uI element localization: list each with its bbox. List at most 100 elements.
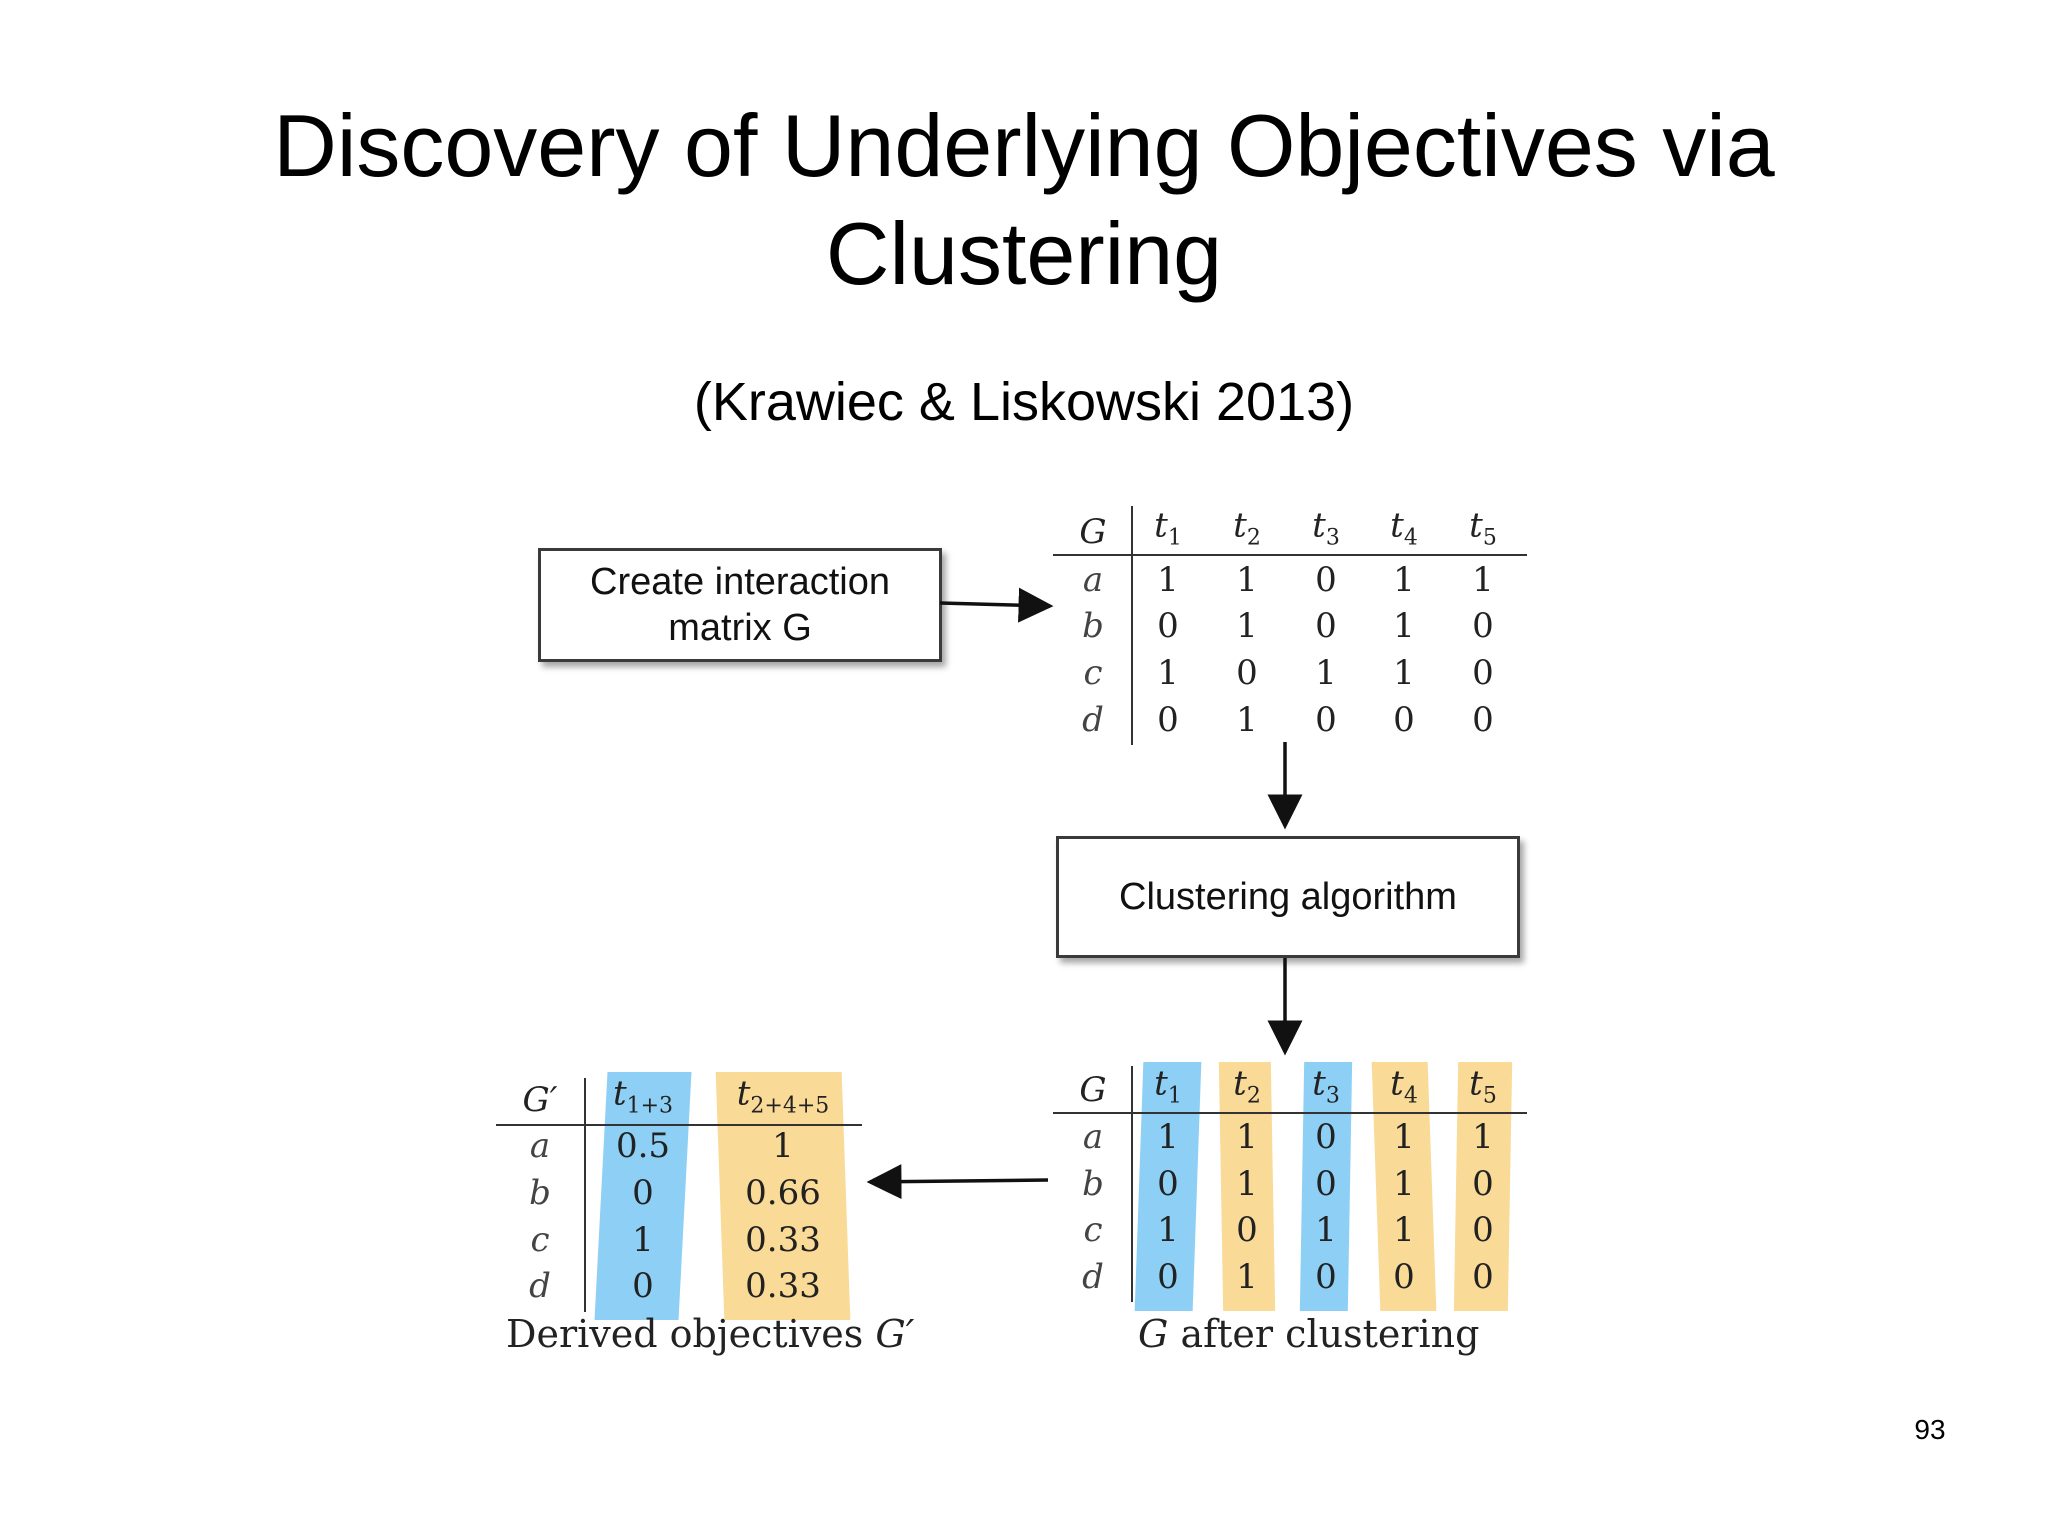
- matrix-corner-label: G: [1079, 512, 1107, 552]
- matrix-cell: 0.33: [745, 1220, 821, 1260]
- row-label: b: [1082, 606, 1104, 646]
- matrix-cell: 1: [1393, 606, 1415, 646]
- matrix-cell: 0: [1157, 1257, 1179, 1297]
- matrix-cell: 1: [1236, 1164, 1258, 1204]
- matrix-cell: 1: [1157, 560, 1179, 600]
- slide-title-line1: Discovery of Underlying Objectives via: [273, 96, 1775, 195]
- create-interaction-matrix-box: Create interaction matrix G: [538, 548, 942, 662]
- matrix-cell: 1: [1393, 1117, 1415, 1157]
- column-header-base: t: [1312, 505, 1326, 546]
- column-header-base: t: [1469, 505, 1483, 546]
- matrix-cell: 1: [1393, 1210, 1415, 1250]
- column-header: t3: [1312, 506, 1340, 559]
- matrix-cell: 1: [1472, 560, 1494, 600]
- column-header: t2: [1233, 506, 1261, 559]
- clustered-caption-text: after clustering: [1168, 1312, 1480, 1356]
- derived-matrix-caption: Derived objectives G′: [506, 1312, 914, 1356]
- matrix-cell: 0: [1236, 1210, 1258, 1250]
- column-header-subscript: 5: [1482, 1083, 1497, 1109]
- matrix-cell: 1: [1393, 653, 1415, 693]
- matrix-cell: 0: [1472, 1164, 1494, 1204]
- column-header-subscript: 5: [1482, 525, 1497, 551]
- column-header-subscript: 2: [1246, 1083, 1261, 1109]
- matrix-cell: 1: [1472, 1117, 1494, 1157]
- matrix-cell: 0: [1472, 1210, 1494, 1250]
- clustered-matrix-caption: G after clustering: [1138, 1312, 1479, 1356]
- matrix-cell: 0: [1315, 606, 1337, 646]
- matrix-cell: 0: [1157, 606, 1179, 646]
- column-header-base: t: [612, 1073, 627, 1114]
- column-header-subscript: 1: [1167, 525, 1182, 551]
- derived-caption-symbol: G′: [875, 1312, 915, 1356]
- clustered-caption-symbol: G: [1138, 1312, 1169, 1356]
- matrix-cell: 1: [1236, 606, 1258, 646]
- matrix-cell: 0: [1315, 1164, 1337, 1204]
- matrix-cell: 1: [1236, 560, 1258, 600]
- citation: (Krawiec & Liskowski 2013): [693, 372, 1355, 432]
- row-label: d: [1082, 700, 1104, 740]
- matrix-corner-label: G: [1079, 1070, 1107, 1110]
- matrix-cell: 0.5: [615, 1126, 671, 1166]
- matrix-cell: 1: [1236, 1117, 1258, 1157]
- row-label: b: [1082, 1164, 1104, 1204]
- matrix-cell: 0: [1472, 700, 1494, 740]
- matrix-cell: 1: [1393, 1164, 1415, 1204]
- row-label: c: [530, 1220, 550, 1260]
- matrix-cell: 0: [1472, 653, 1494, 693]
- clustering-algorithm-box: Clustering algorithm: [1056, 836, 1520, 958]
- create-box-line2: matrix G: [668, 607, 812, 649]
- row-label: a: [1082, 1117, 1104, 1157]
- column-header-subscript: 2+4+5: [750, 1093, 830, 1119]
- matrix-cell: 1: [1157, 653, 1179, 693]
- matrix-cell: 0: [1315, 1117, 1337, 1157]
- column-header-base: t: [1469, 1063, 1483, 1104]
- matrix-cell: 1: [1315, 653, 1337, 693]
- page-number: 93: [1914, 1414, 1946, 1445]
- header-rule: [1053, 554, 1527, 556]
- matrix-cell: 1: [1157, 1117, 1179, 1157]
- matrix-cell: 0: [1315, 700, 1337, 740]
- column-header-base: t: [1154, 1063, 1168, 1104]
- create-box-line1: Create interaction: [590, 561, 890, 603]
- column-header-base: t: [1154, 505, 1168, 546]
- column-header: t2: [1233, 1064, 1261, 1117]
- derived-caption-text: Derived objectives: [506, 1312, 876, 1356]
- matrix-cell: 0: [632, 1173, 654, 1213]
- column-header-base: t: [1390, 1063, 1404, 1104]
- row-label: d: [529, 1266, 551, 1306]
- matrix-cell: 0: [632, 1266, 654, 1306]
- arrow-create-to-matrix: [939, 587, 1054, 623]
- label-column-rule: [1131, 1066, 1133, 1302]
- row-label: a: [529, 1126, 551, 1166]
- column-header-subscript: 3: [1325, 525, 1340, 551]
- header-rule: [496, 1124, 862, 1126]
- row-label: c: [1083, 1210, 1103, 1250]
- matrix-cell: 0.66: [745, 1173, 821, 1213]
- row-label: a: [1082, 560, 1104, 600]
- slide-title: Discovery of Underlying Objectives via C…: [0, 92, 2048, 308]
- column-header-base: t: [1312, 1063, 1326, 1104]
- column-header-subscript: 1: [1167, 1083, 1182, 1109]
- column-header-base: t: [1233, 505, 1247, 546]
- label-column-rule: [584, 1078, 586, 1312]
- row-label: c: [1083, 653, 1103, 693]
- row-label: b: [529, 1173, 551, 1213]
- matrix-cell: 0: [1472, 606, 1494, 646]
- matrix-cell: 0: [1236, 653, 1258, 693]
- header-rule: [1053, 1112, 1527, 1114]
- matrix-cell: 0: [1157, 700, 1179, 740]
- matrix-cell: 0: [1315, 1257, 1337, 1297]
- matrix-cell: 1: [1236, 700, 1258, 740]
- matrix-cell: 1: [1315, 1210, 1337, 1250]
- column-header-base: t: [1233, 1063, 1247, 1104]
- column-header-subscript: 2: [1246, 525, 1261, 551]
- matrix-cell: 0: [1315, 560, 1337, 600]
- column-header: t5: [1469, 1064, 1497, 1117]
- matrix-cell: 0: [1472, 1257, 1494, 1297]
- matrix-corner-label: G′: [522, 1080, 558, 1120]
- matrix-cell: 0: [1393, 700, 1415, 740]
- column-header: t1+3: [613, 1074, 673, 1127]
- matrix-cell: 1: [1236, 1257, 1258, 1297]
- arrow-clustered-to-derived: [866, 1164, 1049, 1200]
